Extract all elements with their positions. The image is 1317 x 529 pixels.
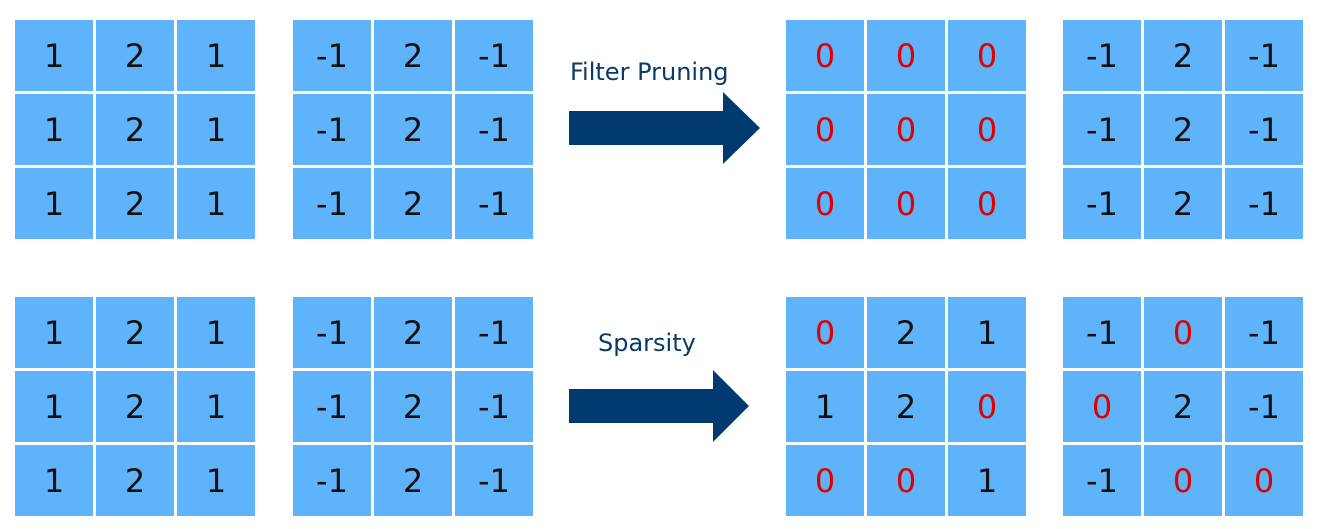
matrix-cell: -1 xyxy=(1225,168,1303,239)
matrix-cell: 1 xyxy=(15,94,93,165)
matrix-cell: 0 xyxy=(948,371,1026,442)
matrix-cell: 2 xyxy=(374,371,452,442)
matrix-cell: -1 xyxy=(455,20,533,91)
matrix-cell: 1 xyxy=(15,371,93,442)
matrix-cell: -1 xyxy=(293,371,371,442)
matrix-cell: 1 xyxy=(15,445,93,516)
matrix-cell: -1 xyxy=(1225,20,1303,91)
matrix-cell: -1 xyxy=(1063,168,1141,239)
sparsity-label: Sparsity xyxy=(598,329,696,357)
matrix-cell: 0 xyxy=(786,445,864,516)
matrix-cell: 0 xyxy=(786,20,864,91)
matrix-cell: -1 xyxy=(455,94,533,165)
matrix-cell: 1 xyxy=(177,168,255,239)
matrix-cell: -1 xyxy=(455,371,533,442)
matrix-cell: 2 xyxy=(96,371,174,442)
matrix-cell: 0 xyxy=(867,20,945,91)
matrix-cell: 2 xyxy=(1144,20,1222,91)
matrix-cell: 1 xyxy=(177,445,255,516)
matrix-cell: 1 xyxy=(948,297,1026,368)
matrix-cell: 2 xyxy=(1144,94,1222,165)
matrix-cell: 1 xyxy=(15,168,93,239)
matrix-cell: -1 xyxy=(1063,20,1141,91)
matrix-cell: 0 xyxy=(786,297,864,368)
matrix-cell: -1 xyxy=(455,168,533,239)
matrix-cell: -1 xyxy=(455,445,533,516)
matrix-cell: -1 xyxy=(1225,371,1303,442)
matrix-cell: 0 xyxy=(948,168,1026,239)
matrix-cell: 0 xyxy=(1225,445,1303,516)
matrix-cell: 0 xyxy=(786,94,864,165)
matrix-cell: 1 xyxy=(177,371,255,442)
matrix-cell: 0 xyxy=(948,94,1026,165)
matrix-cell: 2 xyxy=(374,297,452,368)
matrix-cell: 1 xyxy=(177,20,255,91)
matrix-cell: 0 xyxy=(867,445,945,516)
filter-pruning-label: Filter Pruning xyxy=(570,58,729,86)
matrix-cell: -1 xyxy=(293,297,371,368)
matrix-cell: 2 xyxy=(867,297,945,368)
matrix-cell: -1 xyxy=(293,94,371,165)
matrix-cell: 2 xyxy=(374,94,452,165)
matrix-cell: 1 xyxy=(177,297,255,368)
matrix-cell: -1 xyxy=(1063,297,1141,368)
matrix-cell: 2 xyxy=(96,168,174,239)
matrix-cell: -1 xyxy=(455,297,533,368)
matrix-cell: 2 xyxy=(374,445,452,516)
matrix-cell: 0 xyxy=(1144,445,1222,516)
matrix-cell: 0 xyxy=(867,94,945,165)
matrix-cell: -1 xyxy=(293,445,371,516)
matrix-cell: 2 xyxy=(96,20,174,91)
matrix-cell: -1 xyxy=(293,20,371,91)
matrix-cell: 1 xyxy=(15,20,93,91)
matrix-cell: 2 xyxy=(96,297,174,368)
right-arrow-icon xyxy=(569,370,749,442)
matrix-cell: 2 xyxy=(96,94,174,165)
matrix-cell: 0 xyxy=(1144,297,1222,368)
matrix-cell: 0 xyxy=(867,168,945,239)
matrix-cell: 2 xyxy=(374,20,452,91)
matrix-cell: 0 xyxy=(786,168,864,239)
matrix-cell: 1 xyxy=(177,94,255,165)
matrix-cell: -1 xyxy=(1225,297,1303,368)
matrix-cell: 2 xyxy=(867,371,945,442)
matrix-cell: 2 xyxy=(96,445,174,516)
matrix-cell: 1 xyxy=(948,445,1026,516)
matrix-cell: -1 xyxy=(293,168,371,239)
matrix-cell: 0 xyxy=(948,20,1026,91)
matrix-cell: 2 xyxy=(1144,168,1222,239)
matrix-cell: 2 xyxy=(1144,371,1222,442)
matrix-cell: 1 xyxy=(15,297,93,368)
right-arrow-icon xyxy=(569,92,760,164)
matrix-cell: 2 xyxy=(374,168,452,239)
matrix-cell: -1 xyxy=(1063,94,1141,165)
matrix-cell: 0 xyxy=(1063,371,1141,442)
matrix-cell: 1 xyxy=(786,371,864,442)
matrix-cell: -1 xyxy=(1063,445,1141,516)
matrix-cell: -1 xyxy=(1225,94,1303,165)
